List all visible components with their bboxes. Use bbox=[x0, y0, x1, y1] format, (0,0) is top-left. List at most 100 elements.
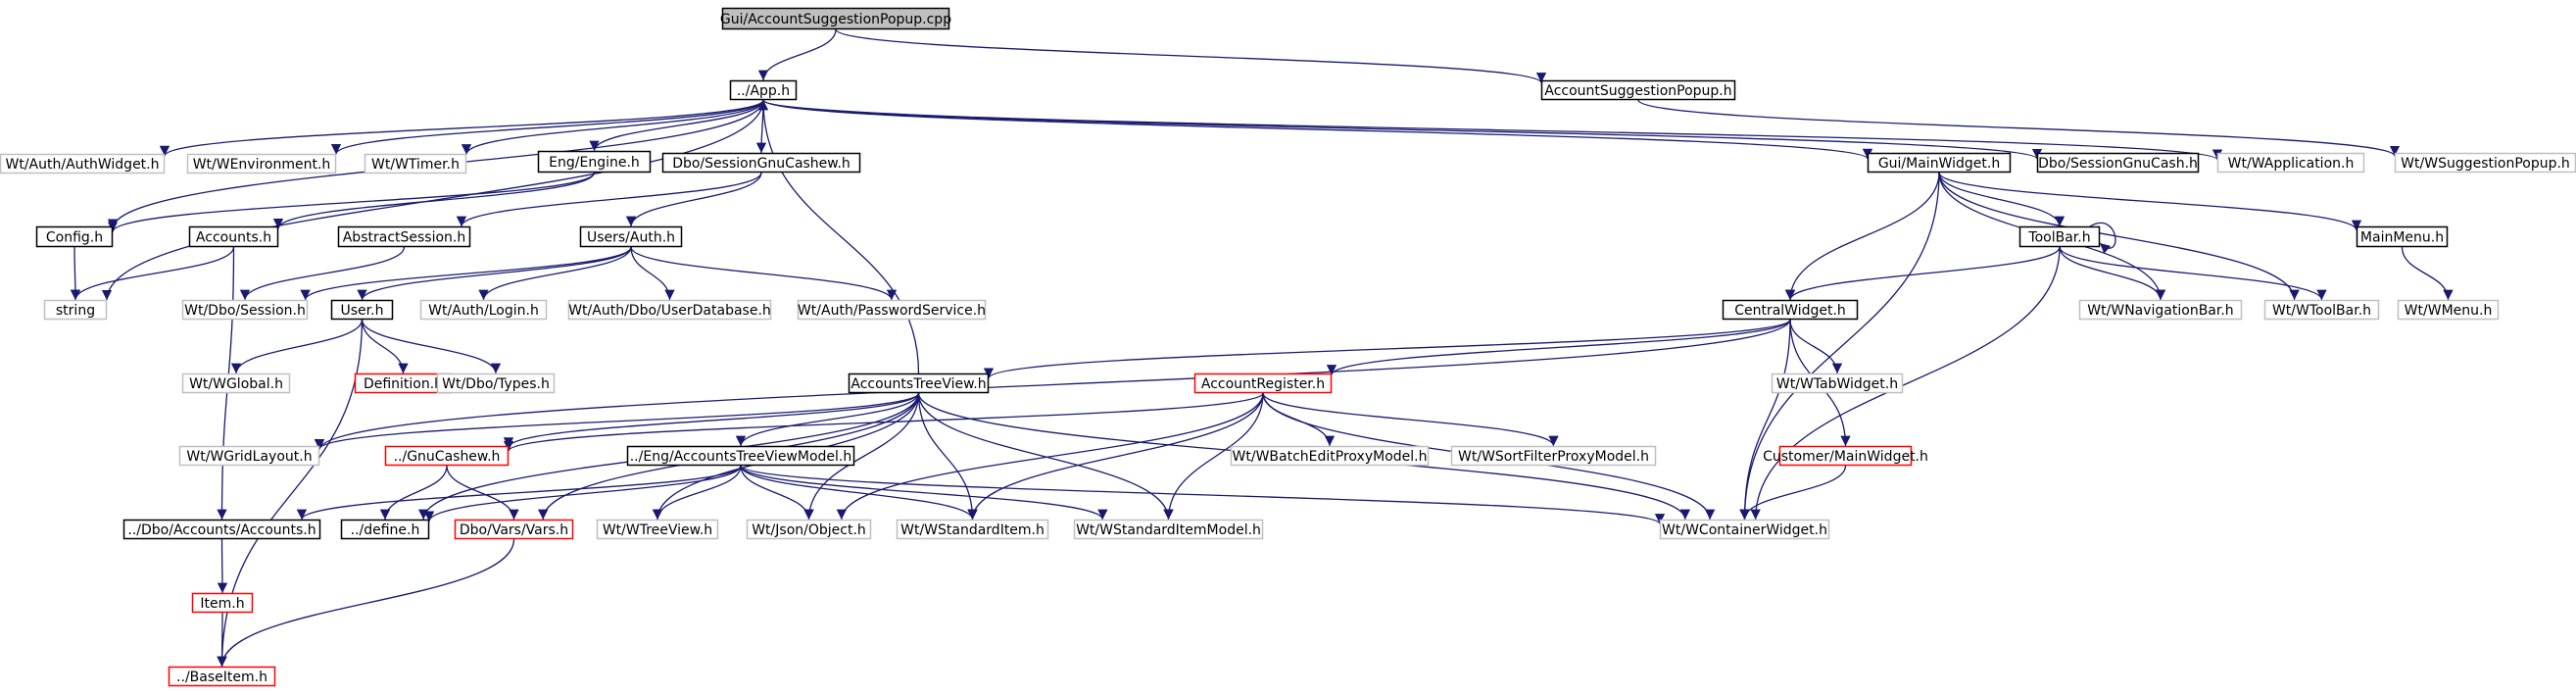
node-define[interactable]: ../define.h bbox=[340, 519, 430, 540]
node-pwservice[interactable]: Wt/Auth/PasswordService.h bbox=[797, 299, 987, 321]
node-central[interactable]: CentralWidget.h bbox=[1722, 299, 1859, 321]
node-item[interactable]: Item.h bbox=[191, 592, 254, 614]
node-box-custmain bbox=[1778, 445, 1913, 467]
node-label-pwservice: Wt/Auth/PasswordService.h bbox=[798, 303, 986, 319]
edge-vars-to-baseitem bbox=[217, 538, 515, 668]
node-dboaccounts[interactable]: ../Dbo/Accounts/Accounts.h bbox=[122, 519, 321, 540]
node-wtreeview[interactable]: Wt/WTreeView.h bbox=[596, 519, 719, 540]
node-label-wbatch: Wt/WBatchEditProxyModel.h bbox=[1233, 449, 1428, 465]
node-userdb[interactable]: Wt/Auth/Dbo/UserDatabase.h bbox=[567, 299, 772, 321]
node-wglobal[interactable]: Wt/WGlobal.h bbox=[181, 372, 291, 394]
edge-toolbar-to-wnavbar bbox=[2059, 246, 2166, 301]
node-box-wglobal bbox=[181, 372, 291, 394]
node-accreg[interactable]: AccountRegister.h bbox=[1193, 372, 1333, 394]
node-box-atvm bbox=[626, 445, 855, 467]
node-box-usersauth bbox=[579, 225, 683, 248]
node-gnucashew[interactable]: ../GnuCashew.h bbox=[384, 445, 510, 467]
node-wtimer[interactable]: Wt/WTimer.h bbox=[364, 153, 467, 174]
node-string[interactable]: string bbox=[43, 299, 108, 321]
node-wapp[interactable]: Wt/WApplication.h bbox=[2216, 152, 2365, 174]
node-session[interactable]: Wt/Dbo/Session.h bbox=[181, 299, 309, 321]
node-label-baseitem: ../BaseItem.h bbox=[176, 670, 267, 685]
edge-usersauth-to-session bbox=[300, 246, 632, 301]
node-mainwidget[interactable]: Gui/MainWidget.h bbox=[1867, 152, 2012, 174]
node-label-atvm: ../Eng/AccountsTreeViewModel.h bbox=[630, 449, 852, 465]
node-box-wnavbar bbox=[2078, 299, 2243, 321]
edge-app-to-wtimer bbox=[461, 99, 764, 155]
node-app[interactable]: ../App.h bbox=[729, 79, 798, 101]
edge-atv-to-wstditem bbox=[917, 392, 978, 521]
node-label-wapp: Wt/WApplication.h bbox=[2228, 156, 2355, 172]
node-definition[interactable]: Definition.h bbox=[354, 372, 453, 394]
edge-accreg-to-wstdmodel bbox=[1163, 392, 1264, 521]
node-dbotypes[interactable]: Wt/Dbo/Types.h bbox=[436, 372, 556, 394]
node-sgnc[interactable]: Dbo/SessionGnuCash.h bbox=[2036, 152, 2200, 174]
node-wsort[interactable]: Wt/WSortFilterProxyModel.h bbox=[1450, 445, 1657, 467]
edge-usersauth-to-pwservice bbox=[630, 246, 898, 301]
node-label-wstditem: Wt/WStandardItem.h bbox=[900, 522, 1045, 538]
node-label-atv: AccountsTreeView.h bbox=[851, 376, 986, 392]
node-label-mainwidget: Gui/MainWidget.h bbox=[1878, 156, 2000, 172]
node-box-login bbox=[419, 299, 548, 321]
edge-atvm-to-wstdmodel bbox=[740, 465, 1108, 521]
node-wstdmodel[interactable]: Wt/WStandardItemModel.h bbox=[1073, 519, 1264, 540]
node-wbatch[interactable]: Wt/WBatchEditProxyModel.h bbox=[1230, 445, 1430, 467]
node-asp[interactable]: AccountSuggestionPopup.h bbox=[1540, 79, 1736, 101]
node-json[interactable]: Wt/Json/Object.h bbox=[746, 519, 872, 540]
edge-app-to-mainwidget bbox=[762, 99, 1872, 160]
node-vars[interactable]: Dbo/Vars/Vars.h bbox=[454, 519, 574, 540]
node-wmenu[interactable]: Wt/WMenu.h bbox=[2397, 299, 2500, 321]
edge-gnucashew-to-vars bbox=[446, 465, 519, 521]
node-box-baseitem bbox=[168, 666, 276, 687]
node-login[interactable]: Wt/Auth/Login.h bbox=[419, 299, 548, 321]
node-label-app: ../App.h bbox=[737, 83, 790, 99]
node-wstditem[interactable]: Wt/WStandardItem.h bbox=[896, 519, 1049, 540]
node-usersauth[interactable]: Users/Auth.h bbox=[579, 225, 683, 248]
node-wtab[interactable]: Wt/WTabWidget.h bbox=[1771, 372, 1904, 394]
node-custmain[interactable]: Customer/MainWidget.h bbox=[1763, 445, 1928, 467]
node-label-wsugg: Wt/WSuggestionPopup.h bbox=[2401, 156, 2570, 172]
node-baseitem[interactable]: ../BaseItem.h bbox=[168, 666, 276, 687]
node-box-define bbox=[340, 519, 430, 540]
edge-central-to-accreg bbox=[1326, 319, 1791, 375]
node-box-dboaccounts bbox=[122, 519, 321, 540]
edge-custmain-to-wcontainer bbox=[1739, 465, 1847, 521]
edge-accounts-to-string bbox=[70, 246, 235, 301]
node-box-vars bbox=[454, 519, 574, 540]
node-atv[interactable]: AccountsTreeView.h bbox=[848, 372, 990, 394]
node-label-custmain: Customer/MainWidget.h bbox=[1763, 449, 1928, 465]
node-label-define: ../define.h bbox=[351, 522, 420, 538]
edge-atvm-to-json bbox=[740, 465, 814, 521]
edge-mainwidget-to-central bbox=[1784, 172, 1940, 301]
node-box-string bbox=[43, 299, 108, 321]
edge-atvm-to-wtreeview bbox=[652, 465, 742, 521]
node-config[interactable]: Config.h bbox=[35, 225, 114, 248]
node-label-authwidget: Wt/Auth/AuthWidget.h bbox=[5, 157, 159, 173]
node-authwidget[interactable]: Wt/Auth/AuthWidget.h bbox=[0, 153, 166, 174]
node-user[interactable]: User.h bbox=[330, 299, 394, 321]
node-wnavbar[interactable]: Wt/WNavigationBar.h bbox=[2078, 299, 2243, 321]
node-label-sgnc: Dbo/SessionGnuCash.h bbox=[2038, 156, 2198, 172]
edge-user-to-definition bbox=[361, 319, 409, 374]
node-sgncw[interactable]: Dbo/SessionGnuCashew.h bbox=[661, 152, 861, 174]
node-box-wgrid bbox=[178, 445, 320, 467]
node-mainmenu[interactable]: MainMenu.h bbox=[2356, 225, 2449, 248]
node-root[interactable]: Gui/AccountSuggestionPopup.cpp bbox=[720, 7, 951, 30]
node-label-login: Wt/Auth/Login.h bbox=[428, 303, 539, 319]
edge-usersauth-to-user bbox=[357, 246, 632, 301]
node-accounts[interactable]: Accounts.h bbox=[188, 225, 279, 248]
edge-toolbar-to-wtoolbar bbox=[2059, 246, 2327, 301]
node-engine[interactable]: Eng/Engine.h bbox=[537, 150, 652, 174]
node-label-definition: Definition.h bbox=[364, 376, 443, 392]
node-abstractsession[interactable]: AbstractSession.h bbox=[337, 225, 471, 248]
node-wcontainer[interactable]: Wt/WContainerWidget.h bbox=[1659, 519, 1830, 540]
node-toolbar[interactable]: ToolBar.h bbox=[2018, 225, 2101, 248]
node-wsugg[interactable]: Wt/WSuggestionPopup.h bbox=[2394, 152, 2576, 174]
node-atvm[interactable]: ../Eng/AccountsTreeViewModel.h bbox=[626, 445, 855, 467]
node-box-session bbox=[181, 299, 309, 321]
node-wenv[interactable]: Wt/WEnvironment.h bbox=[186, 153, 337, 174]
edge-dboaccounts-to-item bbox=[217, 538, 228, 594]
node-wgrid[interactable]: Wt/WGridLayout.h bbox=[178, 445, 320, 467]
node-label-userdb: Wt/Auth/Dbo/UserDatabase.h bbox=[568, 303, 771, 319]
node-wtoolbar[interactable]: Wt/WToolBar.h bbox=[2263, 299, 2380, 321]
